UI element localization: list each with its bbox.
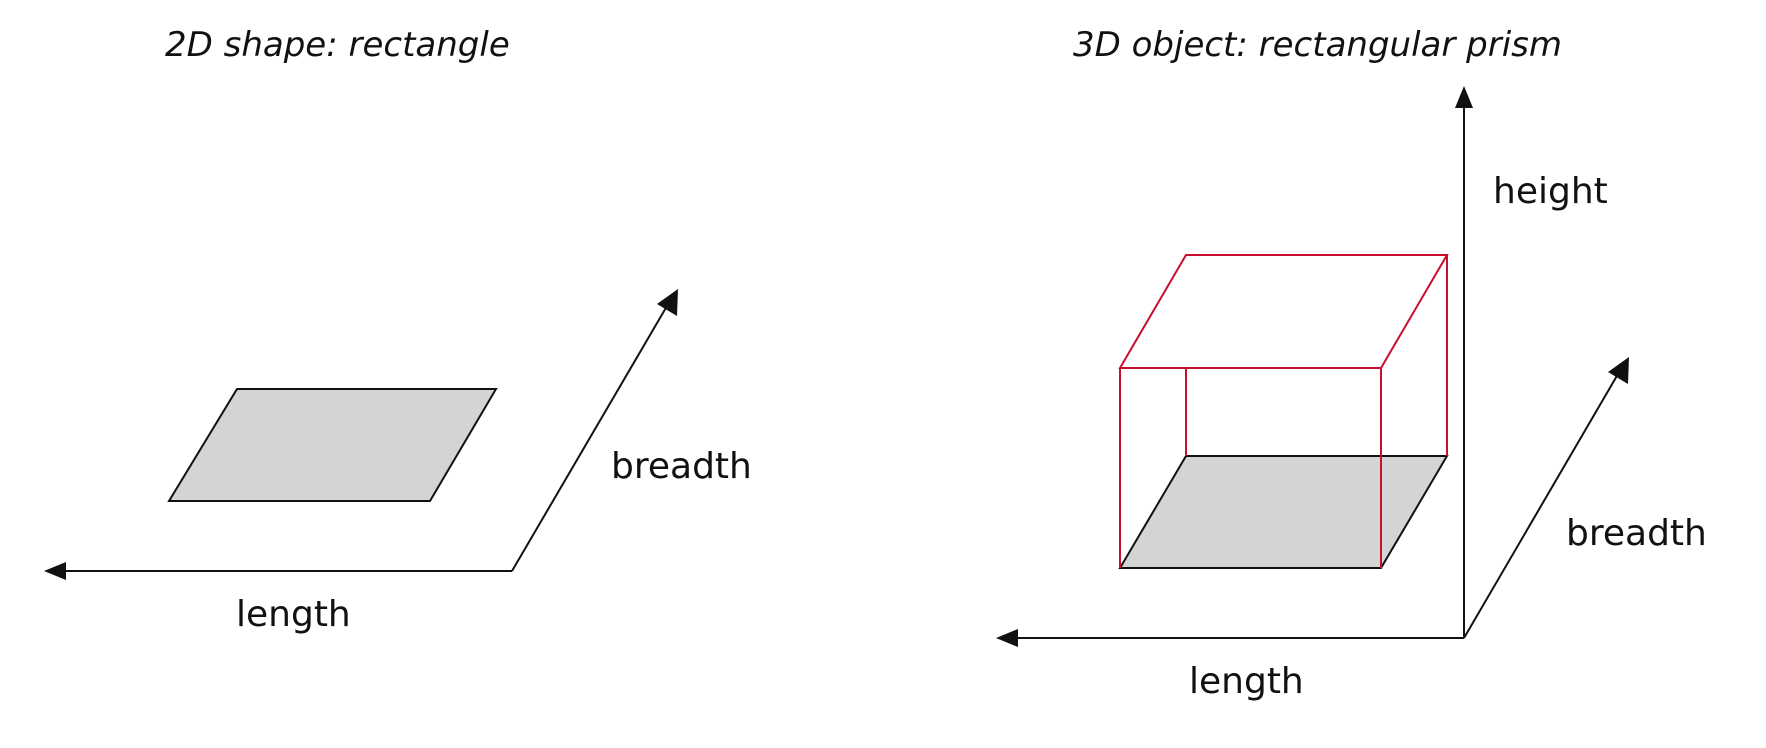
right-breadth-label: breadth <box>1566 513 1707 554</box>
left-breadth-arrow-head <box>657 289 678 316</box>
right-height-arrow-head <box>1455 86 1473 108</box>
prism-edges <box>1118 254 1449 568</box>
right-panel: 3D object: rectangular prism height brea… <box>996 25 1707 702</box>
right-length-arrow-head <box>996 629 1018 647</box>
right-breadth-arrow-head <box>1608 357 1629 384</box>
left-panel: 2D shape: rectangle length breadth <box>44 25 752 635</box>
left-length-label: length <box>236 594 351 635</box>
right-breadth-axis-line <box>1463 373 1619 639</box>
left-length-arrow-head <box>44 562 66 580</box>
left-panel-title: 2D shape: rectangle <box>165 25 510 65</box>
right-height-label: height <box>1493 171 1608 212</box>
prism-base-face <box>1118 455 1449 569</box>
rectangle-shape <box>167 388 498 502</box>
left-breadth-axis-line <box>511 305 668 572</box>
right-panel-title: 3D object: rectangular prism <box>1073 25 1562 65</box>
right-length-label: length <box>1189 661 1304 702</box>
prism-top-face <box>1118 254 1449 369</box>
left-breadth-label: breadth <box>611 446 752 487</box>
